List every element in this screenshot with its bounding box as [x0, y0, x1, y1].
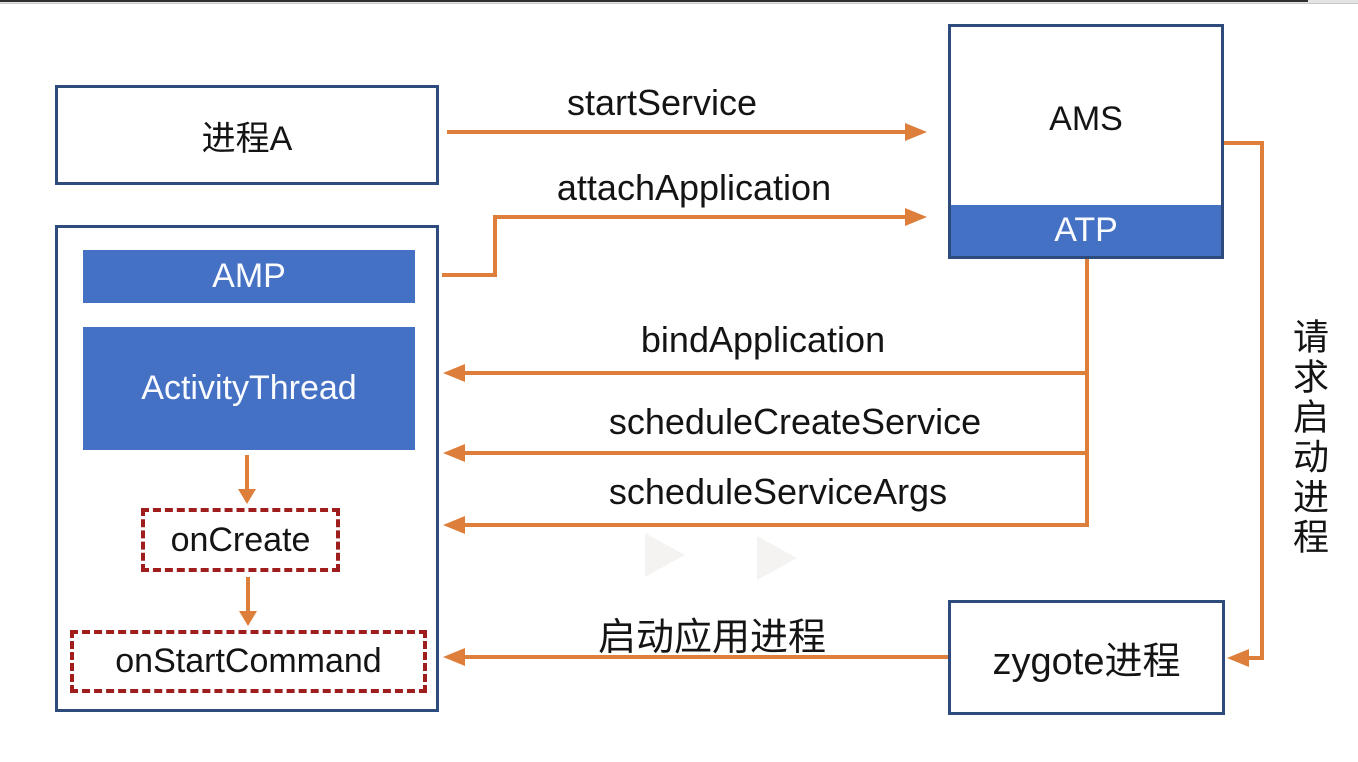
- node-process-a: 进程A: [55, 85, 439, 185]
- edge-thread-to-oncreate-arrowhead-icon: [238, 489, 256, 504]
- top-edge-strip: [0, 0, 1358, 4]
- edge-start-service-arrowhead-icon: [905, 123, 927, 141]
- watermark-triangle-icon: [757, 536, 797, 580]
- edge-start-service-label: startService: [566, 82, 758, 123]
- edge-attach-application-segment: [442, 273, 495, 277]
- edge-atp-drop-line: [1085, 259, 1089, 527]
- node-ams: AMS ATP: [948, 24, 1224, 259]
- node-amp: AMP: [83, 250, 415, 303]
- edge-start-app-process-label: 启动应用进程: [597, 617, 826, 659]
- top-edge-dark-line: [0, 0, 1308, 2]
- edge-schedule-create-service-label: scheduleCreateService: [608, 401, 982, 442]
- node-ams-body: AMS: [951, 27, 1221, 211]
- node-activity-thread: ActivityThread: [83, 327, 415, 450]
- edge-request-start-segment: [1224, 141, 1264, 145]
- edge-attach-application-label: attachApplication: [556, 167, 832, 208]
- edge-bind-application-label: bindApplication: [640, 319, 886, 360]
- watermark-triangle-icon: [645, 533, 685, 577]
- edge-attach-application-line: [493, 215, 905, 219]
- edge-oncreate-to-onstart-arrowhead-icon: [239, 611, 257, 626]
- edge-request-start-label: 请求启动进程: [1288, 318, 1329, 558]
- node-on-start-command: onStartCommand: [70, 630, 427, 693]
- node-atp-label: ATP: [1054, 211, 1118, 249]
- edge-bind-application-line: [463, 371, 1087, 375]
- node-zygote-label: zygote进程: [992, 641, 1181, 683]
- edge-schedule-create-service-arrowhead-icon: [443, 444, 465, 462]
- node-activity-thread-label: ActivityThread: [141, 369, 357, 407]
- edge-thread-to-oncreate-line: [245, 455, 249, 491]
- edge-oncreate-to-onstart-line: [246, 577, 250, 613]
- node-atp: ATP: [951, 205, 1221, 256]
- edge-schedule-service-args-arrowhead-icon: [443, 516, 465, 534]
- edge-schedule-create-service-line: [463, 451, 1087, 455]
- node-on-create-label: onCreate: [170, 520, 311, 559]
- edge-request-start-line: [1260, 141, 1264, 660]
- edge-attach-application-arrowhead-icon: [905, 208, 927, 226]
- edge-schedule-service-args-line: [463, 523, 1087, 527]
- edge-start-app-process-line: [463, 655, 948, 659]
- node-ams-label: AMS: [1049, 99, 1123, 138]
- edge-bind-application-arrowhead-icon: [443, 364, 465, 382]
- edge-start-service-line: [447, 130, 905, 134]
- edge-request-start-arrowhead-icon: [1227, 649, 1249, 667]
- edge-attach-application-segment: [493, 215, 497, 277]
- edge-schedule-service-args-label: scheduleServiceArgs: [608, 471, 948, 512]
- node-zygote: zygote进程: [948, 600, 1225, 715]
- node-amp-label: AMP: [212, 257, 286, 295]
- node-on-create: onCreate: [141, 508, 340, 572]
- node-process-a-label: 进程A: [201, 119, 293, 158]
- edge-start-app-process-arrowhead-icon: [443, 648, 465, 666]
- node-on-start-command-label: onStartCommand: [115, 642, 382, 680]
- edge-request-start-segment: [1248, 656, 1264, 660]
